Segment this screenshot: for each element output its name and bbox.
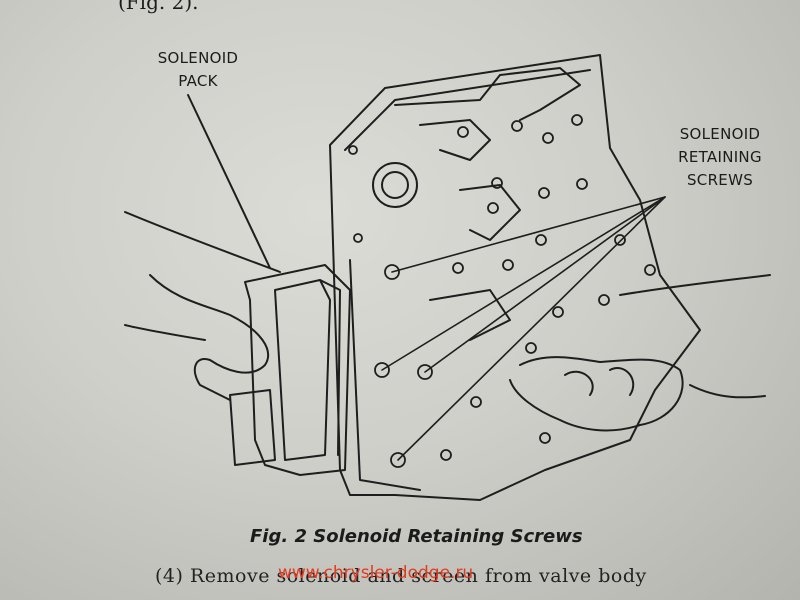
pack-leader (187, 94, 271, 269)
valve-channel (394, 67, 581, 121)
solenoid-connector (229, 389, 276, 466)
screw-leader-1 (391, 196, 666, 273)
valve-channel (429, 289, 511, 341)
valve-hole (452, 262, 464, 274)
previous-paragraph-fragment: (Fig. 2). (118, 0, 199, 14)
retaining-screw (417, 364, 433, 380)
screw-leader-4 (397, 196, 666, 461)
screws-label-line-2: RETAINING (678, 148, 762, 166)
solenoid-retaining-screws-label: SOLENOID RETAINING SCREWS (655, 123, 785, 192)
valve-channel (459, 184, 521, 241)
procedure-step-text: (4) Remove solenoid and screen from valv… (155, 565, 647, 587)
solenoid-pack-face (274, 279, 331, 461)
valve-hole (538, 187, 550, 199)
valve-channel (419, 119, 491, 161)
accumulator-bore-inner (381, 171, 409, 199)
valve-hole (470, 396, 482, 408)
left-hand (149, 274, 270, 401)
solenoid-pack-edge (319, 279, 341, 456)
screws-label-line-3: SCREWS (686, 171, 754, 189)
valve-hole (542, 132, 554, 144)
valve-body-inner-edge (344, 69, 591, 151)
valve-hole (502, 259, 514, 271)
screw-leader-2 (381, 196, 666, 371)
solenoid-pack-label-line-2: PACK (178, 72, 218, 90)
right-wrist (619, 274, 771, 296)
figure-caption: Fig. 2 Solenoid Retaining Screws (250, 526, 583, 547)
accumulator-bore (372, 162, 418, 208)
watermark-url: www.chrysler-dodge.ru (278, 563, 474, 583)
valve-hole (598, 294, 610, 306)
valve-hole (571, 114, 583, 126)
right-hand-fingers (509, 356, 684, 432)
valve-hole (525, 342, 537, 354)
retaining-screw (390, 452, 406, 468)
screws-label-line-1: SOLENOID (679, 125, 761, 143)
retaining-screw (374, 362, 390, 378)
valve-hole (457, 126, 469, 138)
solenoid-pack-body (244, 264, 351, 476)
valve-hole (614, 234, 626, 246)
valve-hole (353, 233, 363, 243)
valve-hole (491, 177, 503, 189)
valve-hole (644, 264, 656, 276)
valve-hole (440, 449, 452, 461)
screw-leader-3 (424, 196, 666, 373)
valve-hole (348, 145, 358, 155)
valve-body-outline (329, 54, 701, 501)
right-arm (689, 384, 766, 399)
left-thumb (124, 324, 206, 341)
solenoid-pack-label: SOLENOID PACK (128, 47, 268, 93)
valve-hole (552, 306, 564, 318)
valve-hole (535, 234, 547, 246)
valve-hole (487, 202, 499, 214)
valve-body-lower-edge (349, 259, 421, 491)
valve-hole (576, 178, 588, 190)
solenoid-pack-label-line-1: SOLENOID (157, 49, 239, 67)
left-arm (124, 211, 281, 273)
retaining-screw (384, 264, 400, 280)
valve-hole (511, 120, 523, 132)
right-hand-knuckles (564, 367, 635, 396)
valve-hole (539, 432, 551, 444)
